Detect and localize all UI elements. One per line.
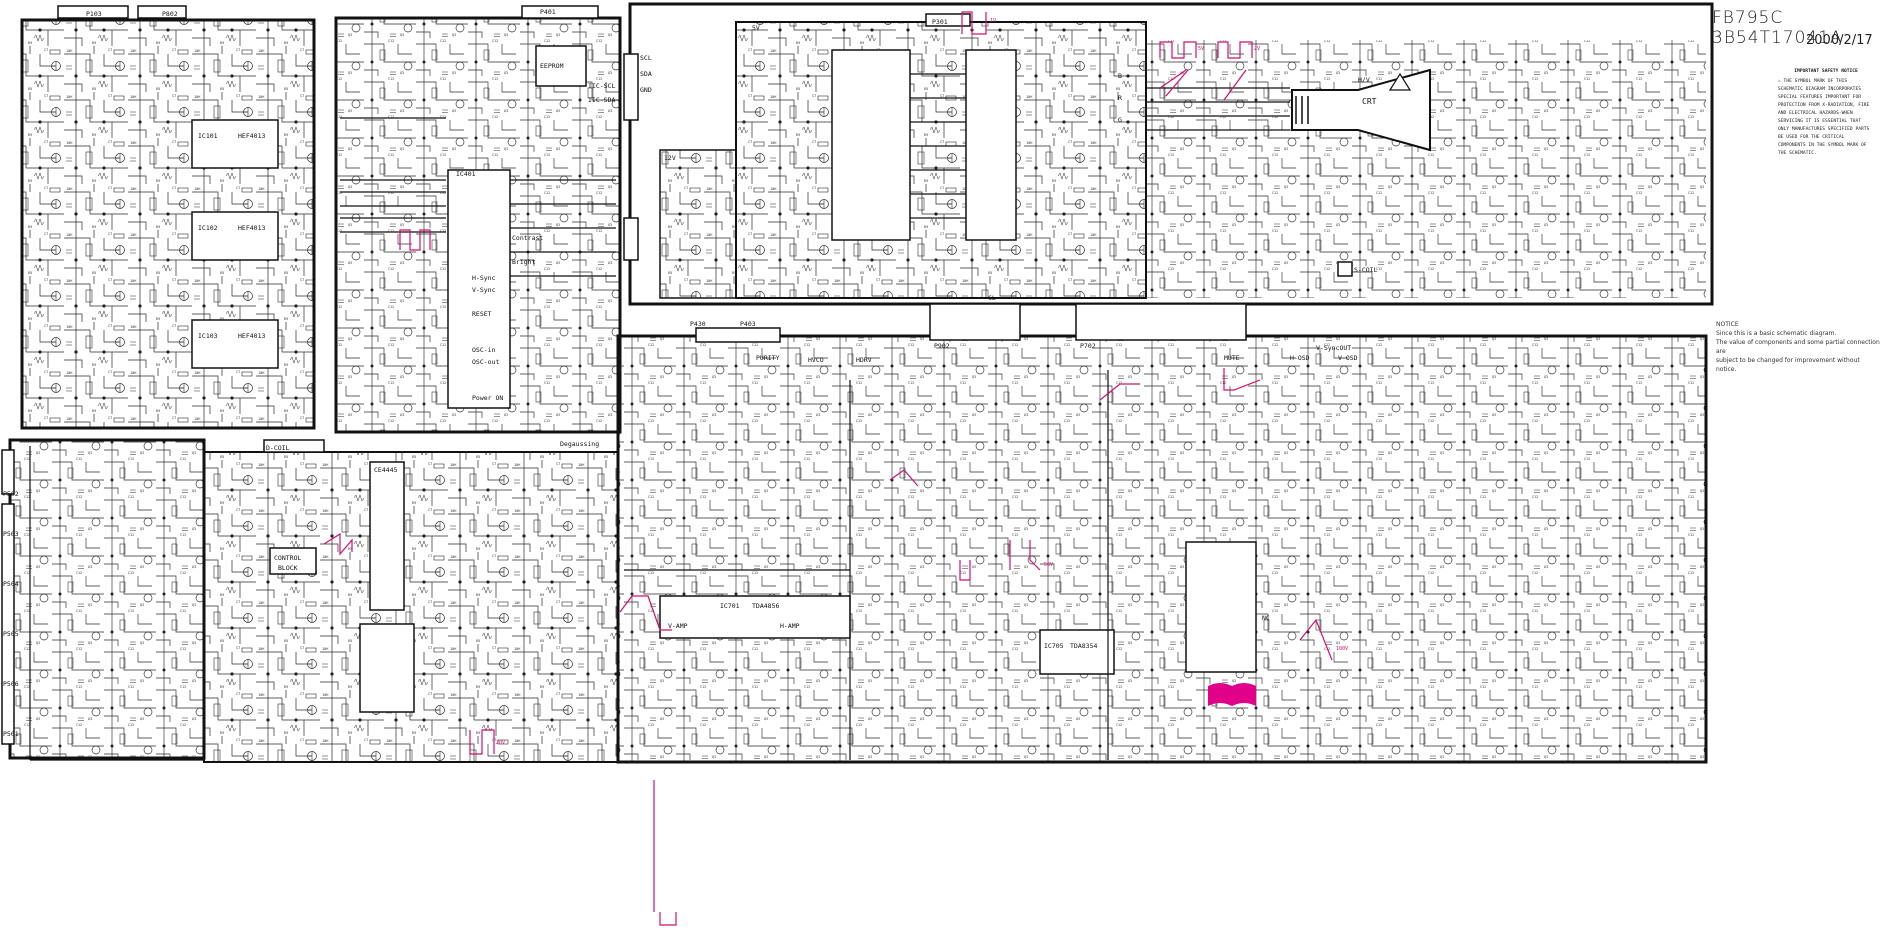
connector-strips [1,5,1353,745]
label-r: R [1118,94,1122,102]
label-osc-out: OSC-out [472,358,499,366]
revision-notice: NOTICE Since this is a basic schematic d… [1716,320,1880,374]
label-mute: MUTE [1224,354,1240,362]
label-hef-2: HEF4013 [238,224,265,232]
label-contrast: Contrast [512,234,543,242]
wave-label-6: 100V [1336,646,1348,652]
label-vsync-out: V-SyncOUT [1316,344,1351,352]
label-osc-in: OSC-in [472,346,496,354]
label-bright: Bright [512,258,536,266]
label-gnd: GND [640,86,652,94]
label-hef-3: HEF4013 [238,332,265,340]
notice-line-2: The value of components and some partial… [1716,339,1880,355]
label-b: B [1118,72,1122,80]
label-v-amp: V-AMP [668,622,688,630]
diagram-labels: P103 P802 P401 P301 P430 P403 P902 P702 … [3,8,1378,738]
label-p301: P301 [932,18,948,26]
wave-label-4: 20V [496,740,505,746]
label-h-amp: H-AMP [780,622,800,630]
schematic-date: 2000/2/17 [1806,33,1873,48]
label-eeprom: EEPROM [540,62,564,70]
safety-notice: IMPORTANT SAFETY NOTICE ⚠ THE SYMBOL MAR… [1778,68,1874,158]
wave-value-labels: 1V 5V 2V 20V 50V 100V [496,18,1348,746]
label-block: BLOCK [278,564,298,572]
label-hdrv: HDRV [856,356,872,364]
label-crt: CRT [1362,97,1377,106]
label-12v: 12V [664,154,676,162]
label-p504: P504 [3,580,19,588]
label-degaussing: Degaussing [560,440,599,448]
label-p702: P702 [1080,342,1096,350]
label-ic103: IC103 [198,332,218,340]
warning-icon: ⚠ [1778,79,1784,84]
ic-blocks [191,45,1257,713]
label-power-on: Power ON [472,394,503,402]
label-purity: PURITY [756,354,780,362]
notice-line-1: Since this is a basic schematic diagram. [1716,330,1837,337]
label-control: CONTROL [274,554,301,562]
wave-label-5: 50V [1044,562,1053,568]
label-5v: 5V [752,24,760,32]
label-sda: SDA [640,70,652,78]
label-ic401: IC401 [456,170,476,178]
label-hvco: HVCO [808,356,824,364]
label-scl: SCL [640,54,652,62]
label-ic705: IC705 [1044,642,1064,650]
label-ce4445: CE4445 [374,466,398,474]
label-p403: P403 [740,320,756,328]
label-iic-scl: IIC-SCL [588,82,615,90]
label-tda8354: TDA8354 [1070,642,1097,650]
label-cl: CL [988,294,996,302]
notice-title: NOTICE [1716,321,1739,328]
crt-symbol [1291,68,1431,152]
wave-label-3: 2V [1254,46,1260,52]
label-d-coil: D-COIL [266,444,290,452]
label-ic102: IC102 [198,224,218,232]
label-p802: P802 [162,10,178,18]
label-p503: P503 [3,530,19,538]
label-reset: RESET [472,310,492,318]
label-p502: P502 [3,490,19,498]
label-h-osd: H-OSD [1290,354,1310,362]
label-ic701-ref: IC701 [720,602,740,610]
label-hef-1: HEF4013 [238,132,265,140]
label-v-osd: V-OSD [1338,354,1358,362]
label-p902: P902 [934,342,950,350]
waveform-annotations [323,11,1333,926]
label-h-sync: H-Sync [472,274,496,282]
label-v-sync: V-Sync [472,286,496,294]
label-g: G [1118,116,1122,124]
label-p401: P401 [540,8,556,16]
label-p430: P430 [690,320,706,328]
schematic-title: FB795C 3B54T17041A [1712,8,1843,48]
label-ic101: IC101 [198,132,218,140]
label-p103: P103 [86,10,102,18]
label-hv: H/V [1358,76,1370,84]
highlight-blob [1208,683,1256,706]
label-s-coil: S-COIL [1354,266,1378,274]
label-tda4856: TDA4856 [752,602,779,610]
label-p505: P505 [3,630,19,638]
notice-line-3: subject to be changed for improvement wi… [1716,357,1860,373]
label-p501: P501 [3,730,19,738]
safety-notice-title: IMPORTANT SAFETY NOTICE [1794,69,1858,74]
bus-wires [29,73,1290,761]
label-nc: NC [1262,614,1270,622]
label-iic-sda: IIC-SDA [588,96,615,104]
safety-notice-body: THE SYMBOL MARK OF THIS SCHEMATIC DIAGRA… [1778,79,1870,156]
wave-label-1: 1V [990,18,996,24]
label-p506: P506 [3,680,19,688]
wave-label-2: 5V [1198,46,1204,52]
